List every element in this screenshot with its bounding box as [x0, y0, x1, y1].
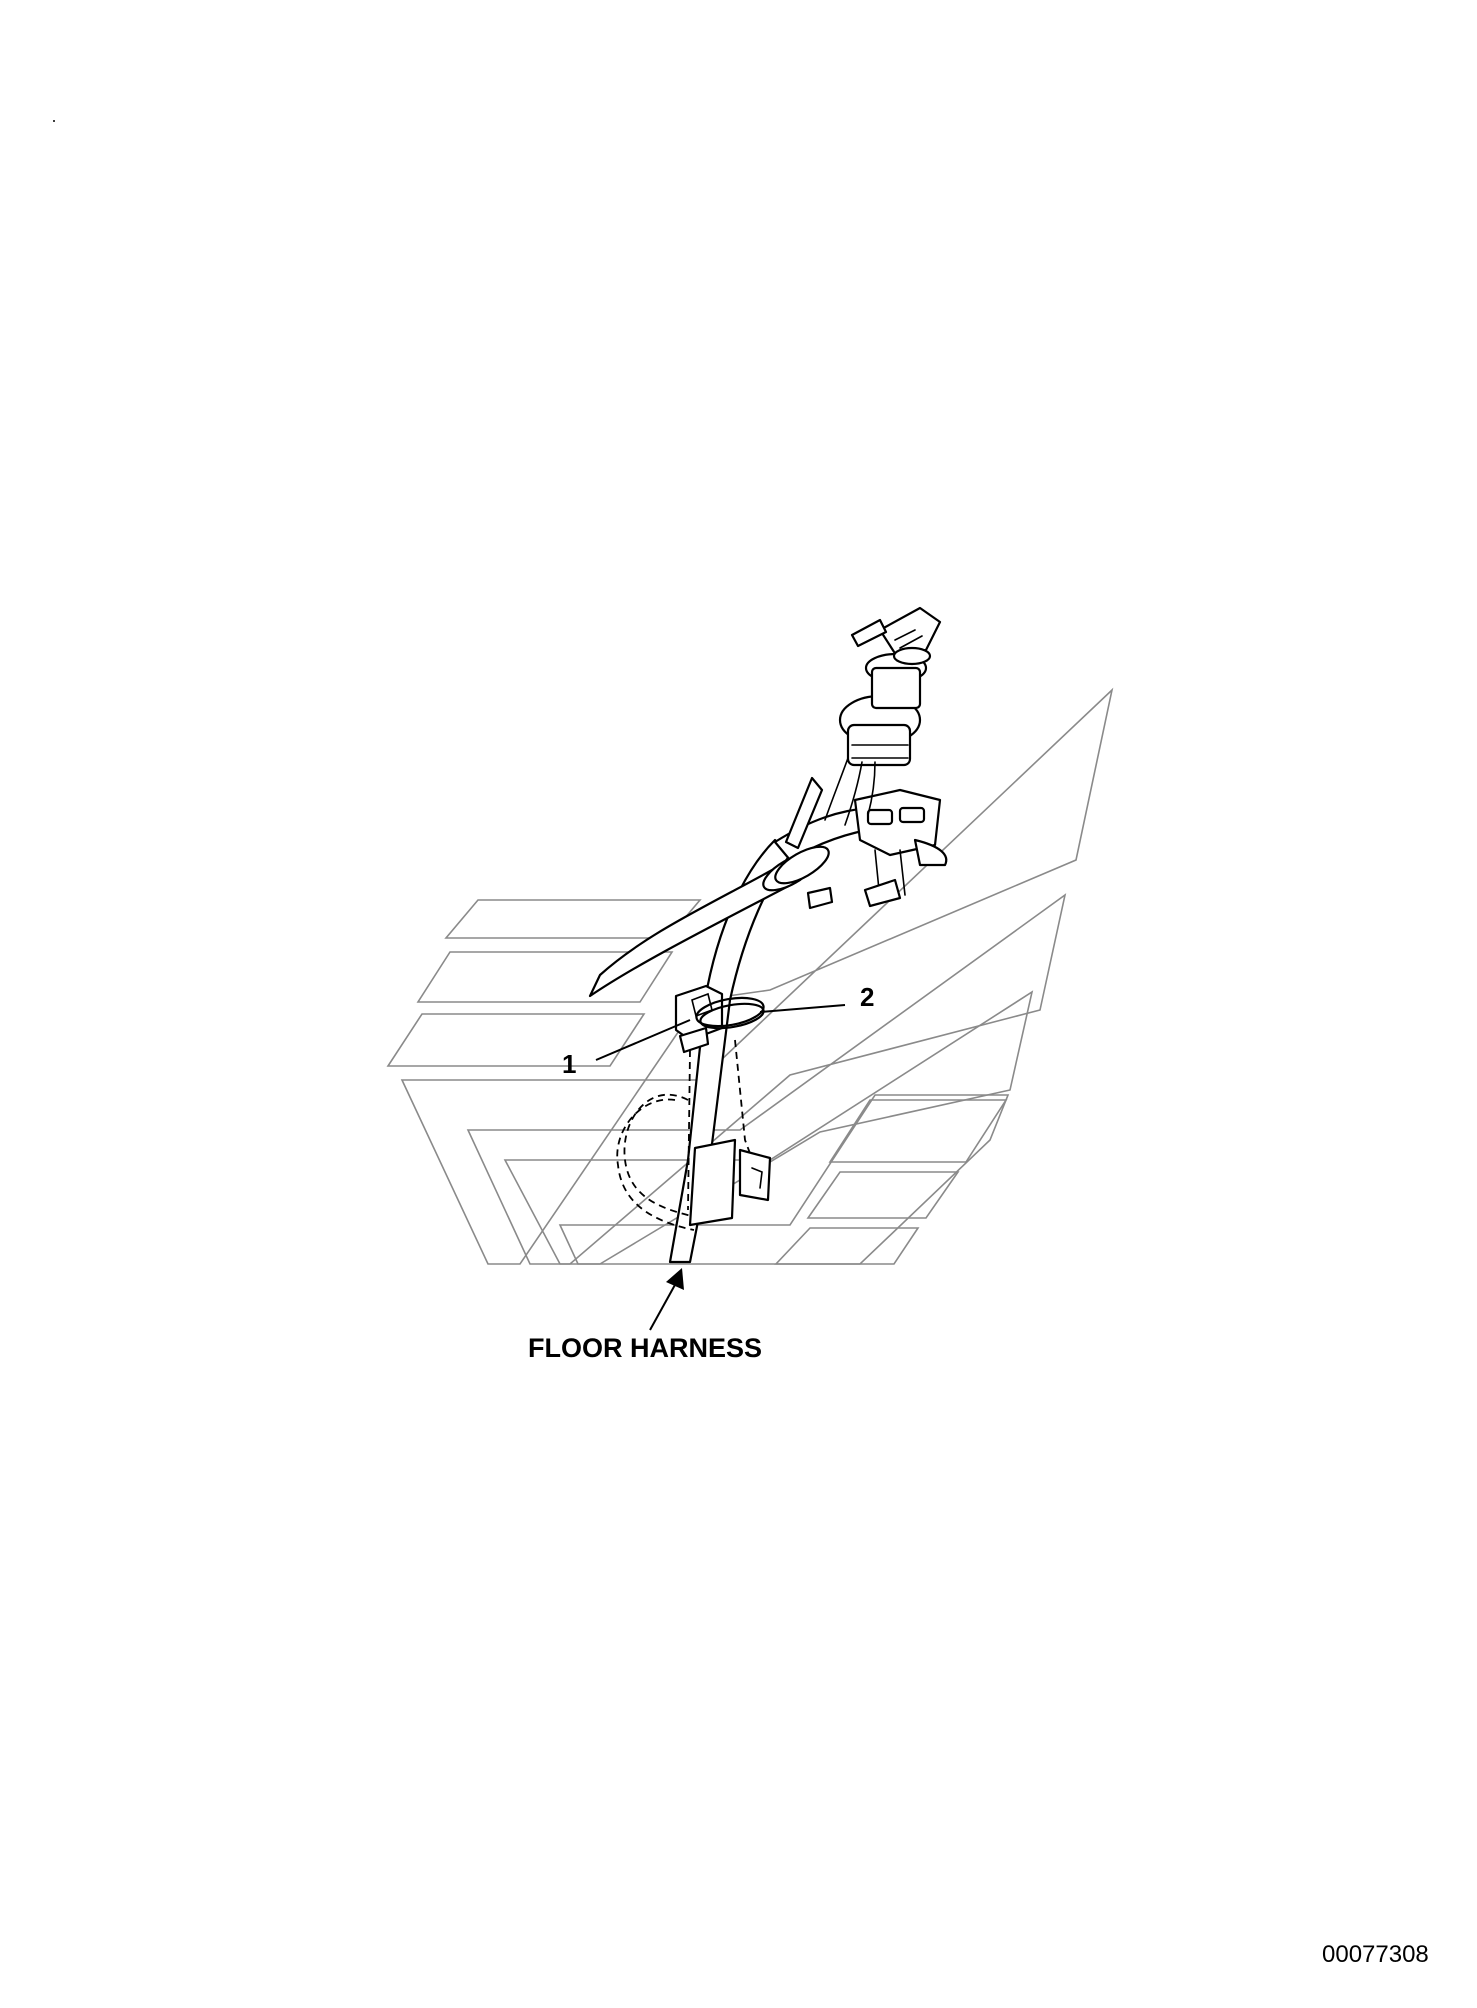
callout-1: 1 — [562, 1049, 576, 1079]
wiring-harness — [588, 606, 948, 1264]
watermark-logo — [386, 687, 1114, 1265]
document-number: 00077308 — [1322, 1941, 1429, 1968]
upper-clamp — [762, 845, 834, 910]
scan-dot — [53, 120, 55, 122]
floor-harness-arrow — [649, 1268, 684, 1331]
callout-2: 2 — [860, 982, 874, 1012]
floor-harness-caption: FLOOR HARNESS — [528, 1333, 762, 1363]
cable-tie-item-2 — [695, 996, 765, 1030]
right-connector — [853, 788, 948, 908]
leader-line-1 — [595, 1019, 691, 1061]
ignition-switch — [838, 606, 942, 767]
leader-line-2 — [759, 1004, 846, 1013]
lower-sleeve — [688, 1138, 772, 1227]
